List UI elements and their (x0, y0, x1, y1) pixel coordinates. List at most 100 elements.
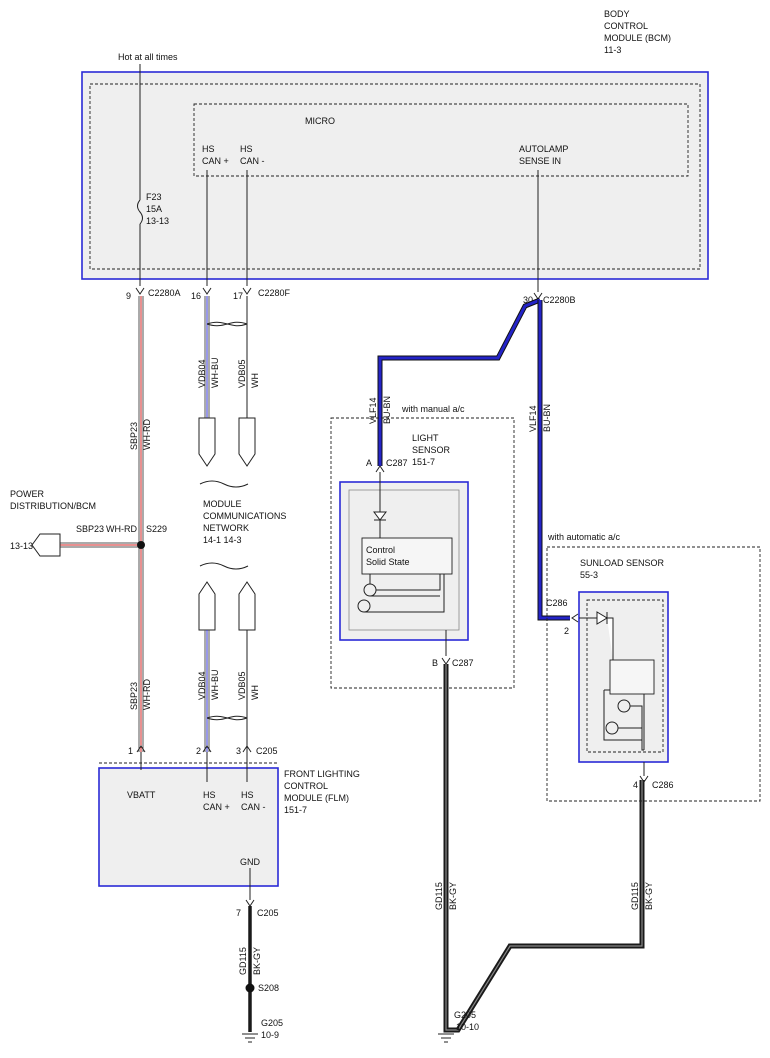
vlf14-wire-auto (538, 300, 570, 620)
vdb04-color-lower: WH-BU (210, 670, 220, 701)
body-control-module: BODY CONTROL MODULE (BCM) 11-3 MICRO HS … (81, 9, 709, 292)
bcm-pin-hs-can-plus: HS CAN + (202, 144, 229, 166)
c287-name-top: C287 (386, 458, 408, 468)
splice-s229-label: S229 (146, 524, 167, 534)
power-distribution-label: POWER DISTRIBUTION/BCM (10, 489, 96, 511)
gd115-circuit-mid: GD115 (434, 882, 444, 910)
flm-title: FRONT LIGHTING CONTROL MODULE (FLM) 151-… (284, 769, 362, 815)
twisted-pair-lower-icon (206, 715, 248, 721)
connector-c287-a-icon (375, 465, 385, 473)
sunload-control-block (609, 659, 655, 695)
bcm-connector-row: 9 C2280A 16 17 C2280F 30 C2280B (126, 287, 576, 305)
vlf14-color-auto: BU-BN (542, 404, 552, 432)
module-communications-network-label: MODULE COMMUNICATIONS NETWORK 14-1 14-3 (203, 499, 289, 545)
flm-gnd-label: GND (240, 857, 261, 867)
sbp23-circuit-horizontal: SBP23 (76, 524, 104, 534)
c2280a-name: C2280A (148, 288, 181, 298)
sunload-sensor-title: SUNLOAD SENSOR 55-3 (580, 558, 667, 580)
manual-ac-label: with manual a/c (401, 404, 465, 414)
connector-plug-vdb05-upper-icon (238, 417, 256, 467)
c287-pin-a: A (366, 458, 372, 468)
vlf14-wire-manual (378, 298, 541, 466)
sunload-sensor: SUNLOAD SENSOR 55-3 C286 2 4 C286 (546, 558, 674, 790)
front-lighting-control-module: VBATT HS CAN + HS CAN - GND (98, 752, 279, 900)
vdb05-circuit-lower: VDB05 (237, 671, 247, 700)
c287-pin-b: B (432, 658, 438, 668)
connector-c2280f-17-icon (242, 287, 252, 295)
vdb05-color-lower: WH (250, 685, 260, 700)
vdb04-circuit-upper: VDB04 (197, 359, 207, 388)
c286-name-bottom: C286 (652, 780, 674, 790)
c205-pin-3: 3 (236, 746, 241, 756)
c2280f-pin-16: 16 (191, 291, 201, 301)
sunload-internal-wires (603, 689, 645, 751)
g205-left-ref: 10-9 (261, 1030, 279, 1040)
g205-mid-name: G205 (454, 1010, 476, 1020)
sbp23-circuit-lower: SBP23 (129, 682, 139, 710)
micro-label: MICRO (305, 116, 335, 126)
sbp23-color-horizontal: WH-RD (106, 524, 137, 534)
micro-boundary (193, 103, 689, 177)
hot-at-all-times-label: Hot at all times (118, 52, 178, 62)
sunload-sensor-inner (586, 599, 664, 753)
c2280b-pin: 30 (523, 295, 533, 305)
twisted-pair-upper-icon (206, 321, 248, 327)
automatic-ac-boundary (546, 546, 761, 802)
light-sensor-diode-icon (373, 511, 387, 521)
vlf14-wire-auto-outline (537, 300, 570, 621)
c205-name-top: C205 (256, 746, 278, 756)
ground-symbol-mid-icon (438, 1033, 454, 1043)
power-distribution-connector-icon (31, 533, 61, 557)
vdb04-color-upper: WH-BU (210, 358, 220, 389)
c2280a-pin: 9 (126, 291, 131, 301)
vlf14-color-manual: BU-BN (382, 396, 392, 424)
c2280b-name: C2280B (543, 295, 576, 305)
c205-name-bottom: C205 (257, 908, 279, 918)
automatic-ac-label: with automatic a/c (547, 532, 621, 542)
flm-hs-can-plus-label: HS CAN + (203, 790, 230, 812)
c286-pin-2: 2 (564, 626, 569, 636)
splice-s208-label: S208 (258, 983, 279, 993)
splice-s208-dot (245, 983, 255, 993)
vlf14-circuit-manual: VLF14 (368, 397, 378, 424)
light-sensor-inner (348, 489, 460, 631)
c286-pin-4: 4 (633, 780, 638, 790)
connector-c205-3-icon (242, 745, 252, 753)
vlf14-circuit-auto: VLF14 (528, 405, 538, 432)
gd115-color-mid: BK-GY (448, 882, 458, 910)
gd115-ground-wire-right-core (445, 664, 643, 1031)
connector-c205-1-icon (136, 745, 146, 753)
connector-c2280a-icon (135, 287, 145, 295)
bcm-title: BODY CONTROL MODULE (BCM) 11-3 (604, 9, 674, 55)
gd115-circuit-right: GD115 (630, 882, 640, 910)
light-sensor-control-label: Control Solid State (366, 545, 410, 567)
vdb05-color-upper: WH (250, 373, 260, 388)
bcm-inner-boundary (89, 83, 701, 270)
vdb05-circuit-upper: VDB05 (237, 359, 247, 388)
can-wires-lower (198, 581, 256, 752)
c2280f-name: C2280F (258, 288, 291, 298)
sbp23-wire (60, 296, 145, 752)
bcm-pin-autolamp-sense: AUTOLAMP SENSE IN (519, 144, 571, 166)
network-break-icon (199, 480, 249, 570)
light-sensor: A C287 LIGHT SENSOR 151-7 Control Solid … (339, 433, 474, 668)
connector-plug-vdb04-upper-icon (198, 417, 216, 467)
connector-c287-b-icon (441, 657, 451, 665)
ground-symbol-left-icon (242, 1033, 258, 1043)
c286-name-top: C286 (546, 598, 568, 608)
light-sensor-control-block (361, 537, 453, 575)
c287-name-bottom: C287 (452, 658, 474, 668)
power-distribution-ref: 13-13 (10, 541, 33, 551)
sbp23-color-upper: WH-RD (142, 419, 152, 450)
can-wires-upper (198, 296, 256, 467)
c205-pin-1: 1 (128, 746, 133, 756)
flm-ground-circuit: 7 C205 S208 G205 10-9 (236, 899, 283, 1043)
vdb04-circuit-lower: VDB04 (197, 671, 207, 700)
bcm-box (81, 71, 709, 280)
manual-ac-boundary (330, 417, 515, 689)
splice-s229-dot (137, 541, 145, 549)
bcm-pin-hs-can-minus: HS CAN - (240, 144, 265, 166)
sunload-diode-icon (579, 611, 614, 660)
gd115-circuit-left: GD115 (238, 947, 248, 975)
connector-c2280f-16-icon (202, 287, 212, 295)
